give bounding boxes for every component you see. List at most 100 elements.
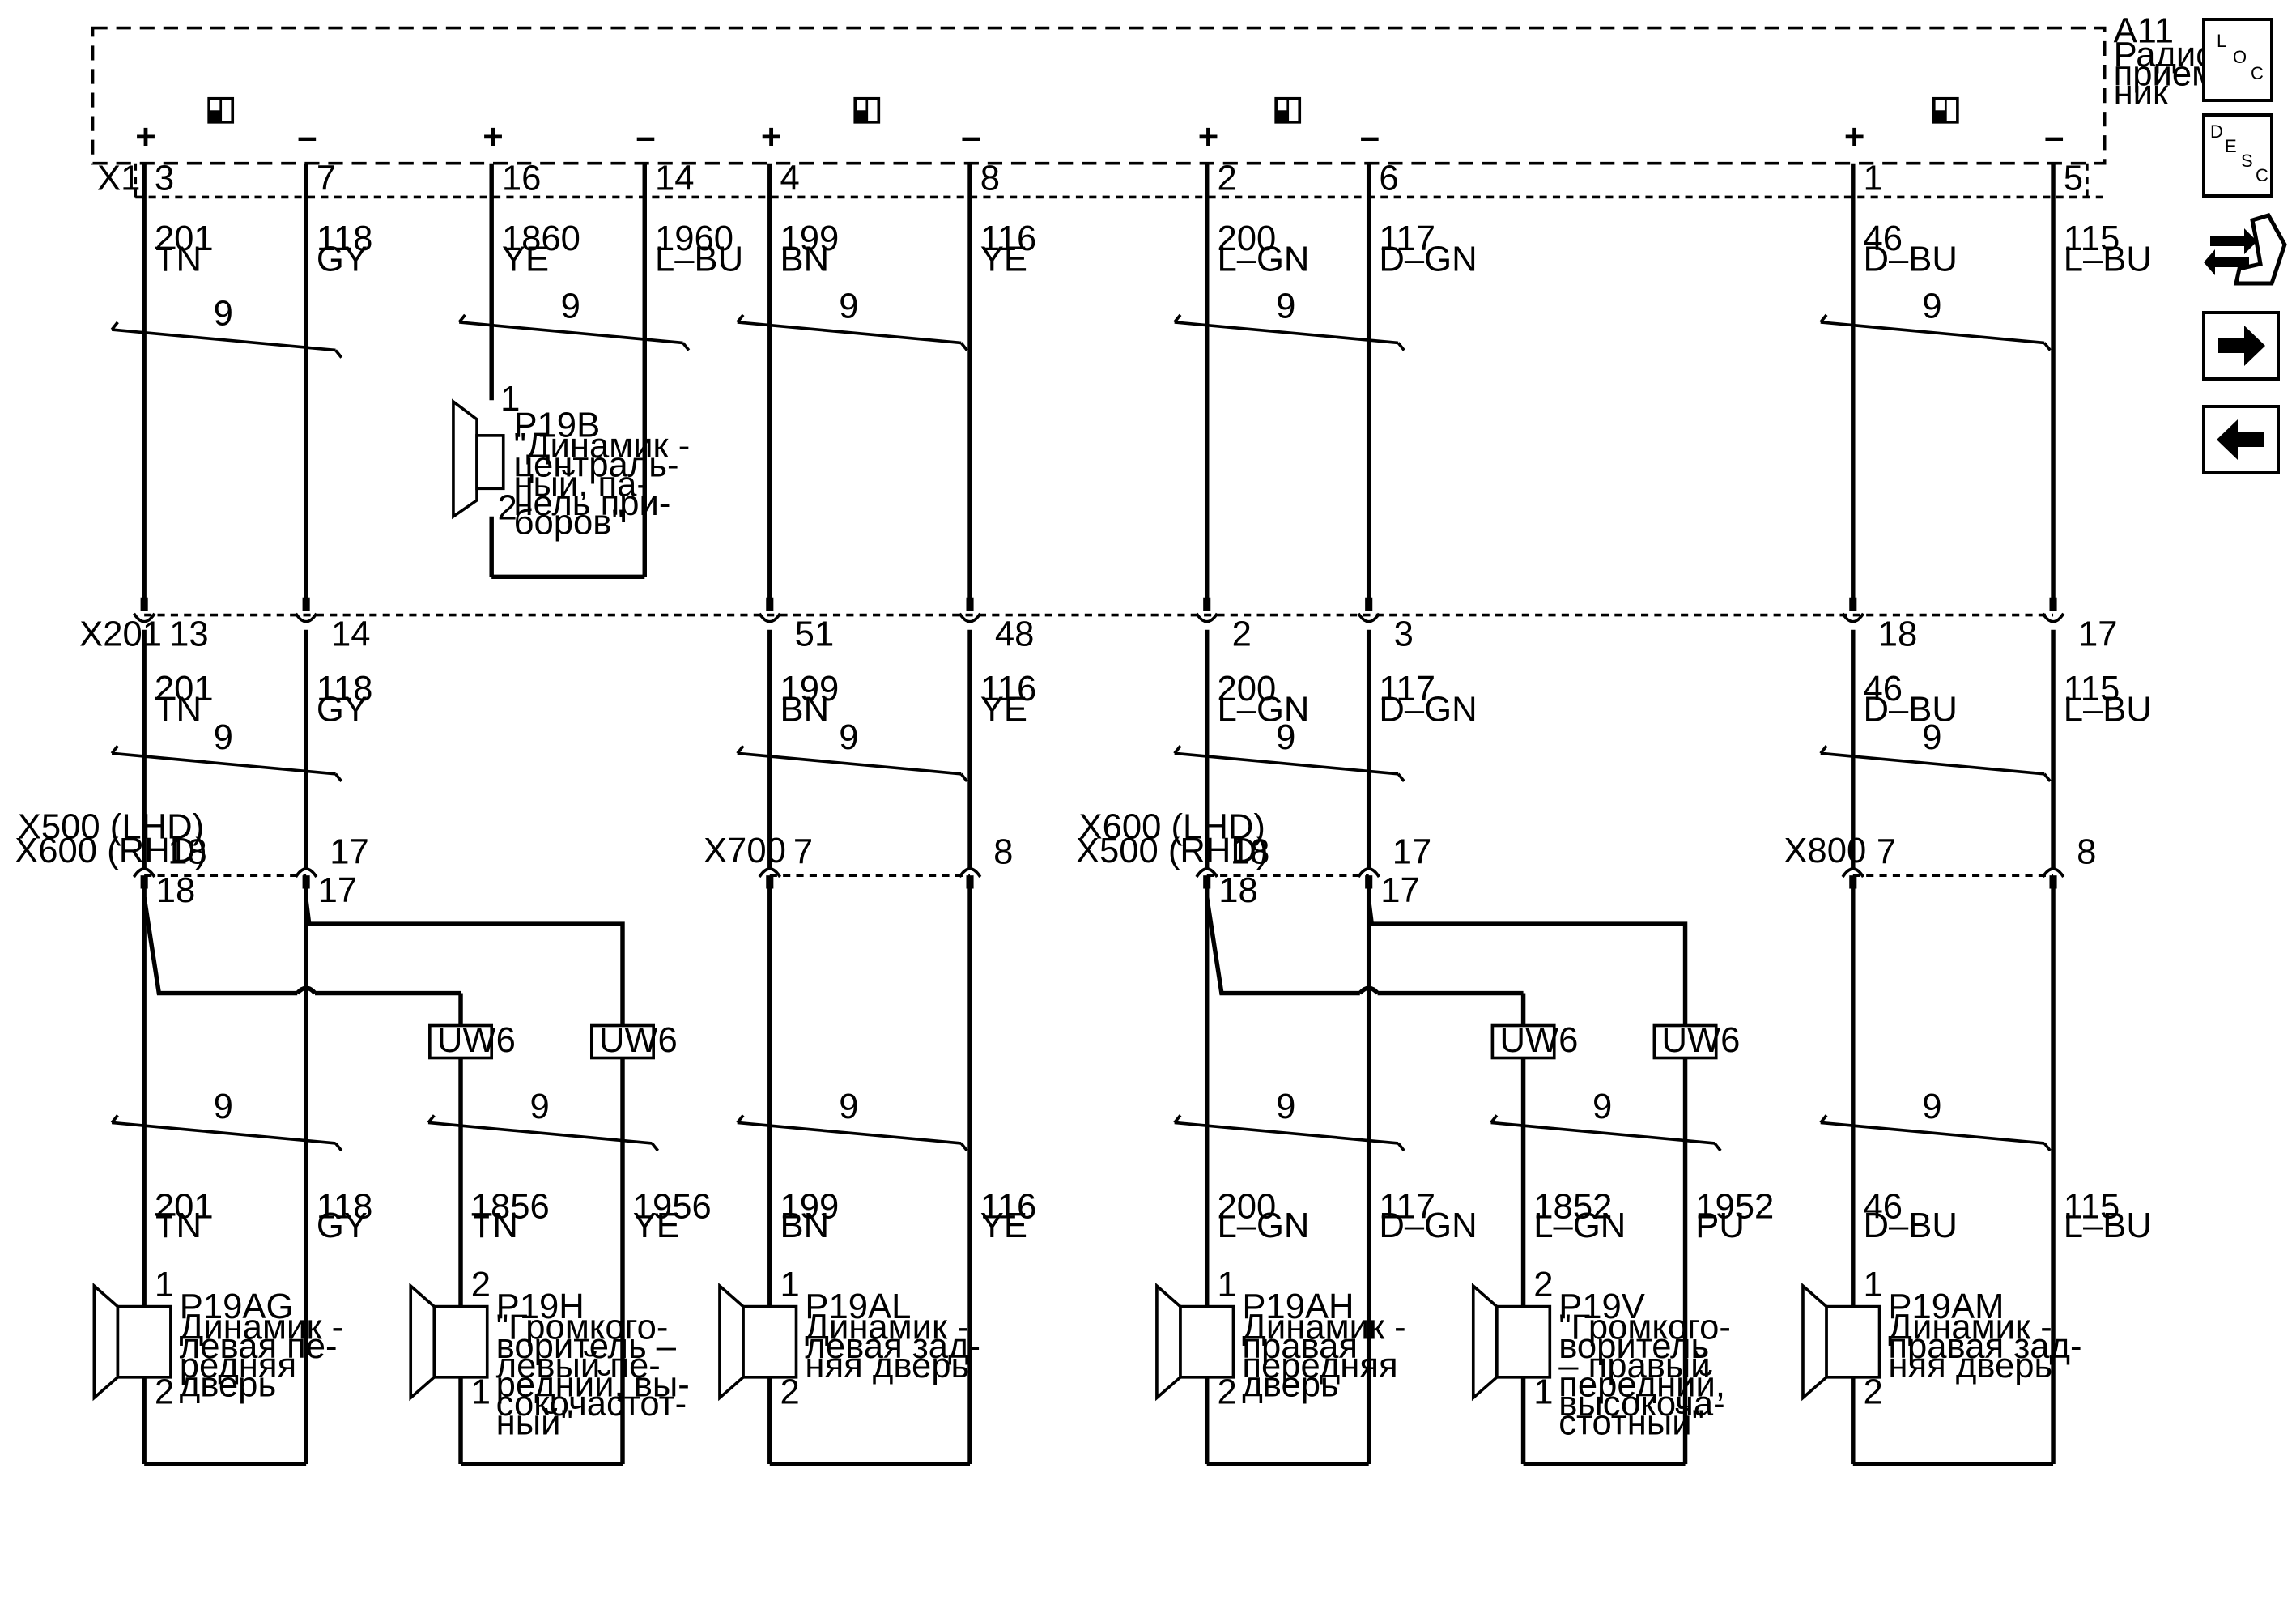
bundle-slash: [1174, 321, 1399, 345]
splice-wire: [1205, 897, 1360, 996]
bundle-slash-tick: [334, 1142, 343, 1152]
x201-pin-label: 18: [1878, 615, 1918, 654]
connector-terminal: [1195, 867, 1218, 879]
speaker-pin-label: 2: [1217, 1373, 1236, 1412]
wire-color-label: YE: [980, 1206, 1027, 1245]
bundle-slash: [1174, 751, 1399, 776]
bundle-count-label: 9: [1592, 1087, 1612, 1126]
bundle-count-label: 9: [1922, 718, 1941, 757]
wire-color-label: D–BU: [1864, 240, 1958, 279]
x201-pin-label: 48: [995, 615, 1035, 654]
wire-circuit-label: 1860: [502, 219, 580, 258]
speaker-pin-label: 1: [1533, 1373, 1553, 1412]
speaker-desc-label: сокочастот-: [496, 1385, 687, 1423]
connector-x500-rhd-label: X500 (RHD): [1076, 832, 1269, 870]
desc-button[interactable]: D E S C: [2202, 113, 2273, 198]
wire-circuit-label: 46: [1864, 670, 1903, 709]
connector-upper-pin-label: 17: [1392, 833, 1432, 872]
bundle-count-label: 9: [1276, 1087, 1295, 1126]
terminal-pin: [140, 597, 148, 611]
wire-color-label: YE: [980, 690, 1027, 729]
wire-circuit-label: 117: [1379, 670, 1435, 709]
connector-terminal: [1195, 612, 1218, 623]
wire-color-label: YE: [502, 240, 549, 279]
splice-wire: [1366, 900, 1688, 1026]
previous-page-button[interactable]: [2202, 405, 2280, 474]
wire-circuit-label: 1956: [633, 1188, 712, 1227]
speaker-desc-label: Динамик -: [1888, 1308, 2052, 1347]
back-arrow-icon: [2217, 419, 2264, 460]
bundle-slash-tick: [2043, 1142, 2052, 1152]
wire-circuit-label: 117: [1379, 1188, 1435, 1227]
speaker-magnet-icon: [1179, 1304, 1235, 1379]
splice-box: [1490, 1023, 1556, 1060]
connector-terminal: [294, 612, 318, 623]
bundle-slash-tick: [1397, 342, 1405, 351]
speaker-pin-label: 1: [1864, 1266, 1883, 1304]
wire-color-label: TN: [155, 690, 202, 729]
connector-terminal: [294, 867, 318, 879]
x1-pin-label: 16: [502, 159, 542, 198]
speaker-desc-label: "Громкого-: [496, 1308, 669, 1347]
bundle-count-label: 9: [1922, 1087, 1941, 1126]
speaker-pin-label: 2: [1864, 1373, 1883, 1412]
bundle-slash-tick: [1819, 1114, 1828, 1124]
terminal-pin: [966, 597, 974, 611]
terminal-pin: [1365, 597, 1373, 611]
wire-color-label: D–GN: [1379, 1206, 1477, 1245]
connector-x700-label: X700: [704, 832, 786, 870]
module-ref: A11: [2114, 12, 2174, 51]
bundle-slash-tick: [1397, 772, 1405, 783]
wire-color-label: BN: [780, 1206, 830, 1245]
bundle-slash-tick: [2043, 342, 2052, 351]
connector-upper-pin-label: 18: [168, 833, 207, 872]
pin-polarity-sign: –: [636, 118, 655, 157]
wire-color-label: YE: [980, 240, 1027, 279]
terminal-pin: [140, 875, 148, 889]
wire-color-label: D–BU: [1864, 1206, 1958, 1245]
splice-box: [428, 1023, 494, 1060]
next-page-button[interactable]: [2202, 311, 2280, 381]
speaker-cone-icon: [1471, 1283, 1499, 1402]
connector-diagnostics-button[interactable]: [2204, 212, 2288, 290]
bundle-slash: [1174, 1121, 1399, 1145]
wire-circuit-label: 116: [980, 1188, 1037, 1227]
connector-lower-pin-label: 17: [1380, 871, 1420, 910]
speaker-ref-label: P19V: [1558, 1287, 1645, 1326]
speaker-ref-label: P19H: [496, 1287, 585, 1326]
x201-pin-label: 2: [1232, 615, 1252, 654]
wire-color-label: D–GN: [1379, 690, 1477, 729]
desc-d: D: [2210, 121, 2223, 142]
speaker-pin-label: 1: [155, 1266, 174, 1304]
bundle-slash-tick: [334, 772, 343, 783]
wire-color-label: GY: [317, 1206, 368, 1245]
wire-color-label: L–BU: [655, 240, 743, 279]
wire-crossover: [1358, 985, 1380, 995]
speaker-desc-label: высокоча-: [1558, 1385, 1724, 1423]
loc-button[interactable]: L O C: [2202, 18, 2273, 102]
bundle-slash-tick: [110, 745, 119, 755]
wire-circuit-label: 201: [155, 670, 214, 709]
pin-polarity-sign: –: [297, 118, 317, 157]
splice-label: UW6: [599, 1021, 678, 1060]
terminal-pin: [2049, 875, 2057, 889]
pin-polarity-sign: –: [1360, 118, 1380, 157]
wire-circuit-label: 199: [780, 670, 840, 709]
bundle-count-label: 9: [839, 287, 858, 326]
speaker-desc-label: – правый: [1558, 1347, 1710, 1385]
speaker-desc-label: правая: [1242, 1327, 1358, 1366]
bundle-slash-tick: [736, 745, 745, 755]
speaker-pin-label: 1: [471, 1373, 491, 1412]
bundle-count-label: 9: [1276, 287, 1295, 326]
bundle-slash-tick: [1173, 313, 1182, 324]
wire-color-label: D–GN: [1379, 240, 1477, 279]
splice-box: [589, 1023, 655, 1060]
wire-circuit-label: 1960: [655, 219, 733, 258]
bundle-count-label: 9: [839, 1087, 858, 1126]
wire-circuit-label: 118: [317, 219, 373, 258]
speaker-desc-label: стотный": [1558, 1404, 1704, 1443]
speaker-magnet-icon: [475, 434, 505, 491]
x201-pin-label: 17: [2078, 615, 2118, 654]
speaker-desc-label: левый пе-: [496, 1347, 661, 1385]
speaker-cone-icon: [1801, 1283, 1828, 1402]
